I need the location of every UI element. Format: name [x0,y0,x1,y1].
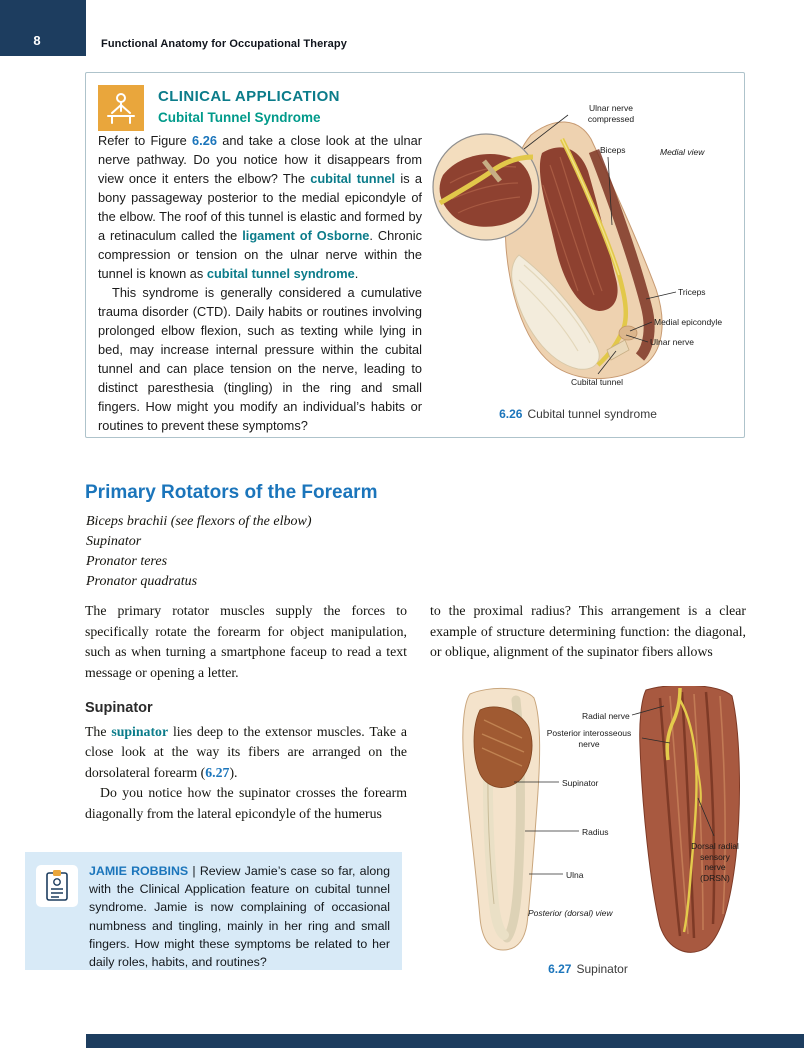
label-drsn: Dorsal radial sensory nerve (DRSN) [691,841,739,883]
supinator-paragraph-1: The supinator lies deep to the extensor … [85,723,407,780]
label-biceps: Biceps [600,145,626,155]
body-right-column: to the proximal radius? This arrangement… [430,601,746,663]
section-heading: Primary Rotators of the Forearm [85,482,378,503]
page-number-tab: 8 [0,0,86,56]
label-supinator: Supinator [562,778,599,788]
muscle-list-item: Pronator teres [86,554,168,569]
body-left-column: The primary rotator muscles supply the f… [85,601,407,824]
jamie-robbins-text: JAMIE ROBBINS | Review Jamie’s case so f… [89,864,390,970]
label-ulnar-nerve-compressed: Ulnar nerve compressed [587,103,635,124]
label-triceps: Triceps [678,287,706,297]
label-medial-view: Medial view [660,147,705,157]
figure-6-26-number: 6.26 [499,407,523,421]
person-at-desk-icon [98,85,144,131]
label-cubital-tunnel: Cubital tunnel [571,377,623,387]
label-ulnar-nerve: Ulnar nerve [650,337,694,347]
label-medial-epicondyle: Medial epicondyle [654,317,723,327]
supinator-paragraph-2: Do you notice how the supinator crosses … [85,785,407,821]
clipboard-person-icon [36,865,78,907]
figure-6-27-number: 6.27 [548,962,572,976]
footer-bar [86,1034,804,1048]
supinator-forearm-illustration [462,686,740,953]
figure-6-27-caption-text: Supinator [576,962,628,976]
clinical-application-text: Refer to Figure 6.26 and take a close lo… [98,131,422,435]
muscle-list: Biceps brachii (see flexors of the elbow… [86,512,312,592]
clinical-paragraph-2: This syndrome is generally considered a … [98,285,422,433]
clinical-application-box: CLINICAL APPLICATION Cubital Tunnel Synd… [85,72,745,438]
intro-paragraph: The primary rotator muscles supply the f… [85,603,407,680]
figure-6-27: Radial nerve Posterior interosseous nerv… [430,686,746,986]
label-ulna: Ulna [566,870,584,880]
muscle-list-item: Biceps brachii (see flexors of the elbow… [86,514,312,529]
supinator-subheading: Supinator [85,700,153,716]
figure-6-26-caption: 6.26 Cubital tunnel syndrome [422,407,734,421]
running-head: Functional Anatomy for Occupational Ther… [101,38,347,50]
figure-6-26-caption-text: Cubital tunnel syndrome [527,407,657,421]
label-posterior-dorsal-view: Posterior (dorsal) view [528,908,613,918]
clinical-paragraph-1: Refer to Figure 6.26 and take a close lo… [98,133,422,281]
muscle-list-item: Pronator quadratus [86,574,198,589]
label-radius: Radius [582,827,609,837]
muscle-list-item: Supinator [86,534,142,549]
label-posterior-interosseous-nerve: Posterior interosseous nerve [546,728,632,749]
clinical-application-subtitle: Cubital Tunnel Syndrome [158,110,321,125]
jamie-robbins-case-box: JAMIE ROBBINS | Review Jamie’s case so f… [25,852,402,970]
page-number: 8 [33,33,41,48]
clinical-application-title: CLINICAL APPLICATION [158,88,340,105]
right-column-paragraph: to the proximal radius? This arrangement… [430,603,746,659]
label-radial-nerve: Radial nerve [582,711,630,721]
elbow-medial-view-illustration [432,114,677,380]
figure-6-26: Ulnar nerve compressed Biceps Medial vie… [422,89,734,425]
figure-6-27-caption: 6.27 Supinator [430,962,746,976]
